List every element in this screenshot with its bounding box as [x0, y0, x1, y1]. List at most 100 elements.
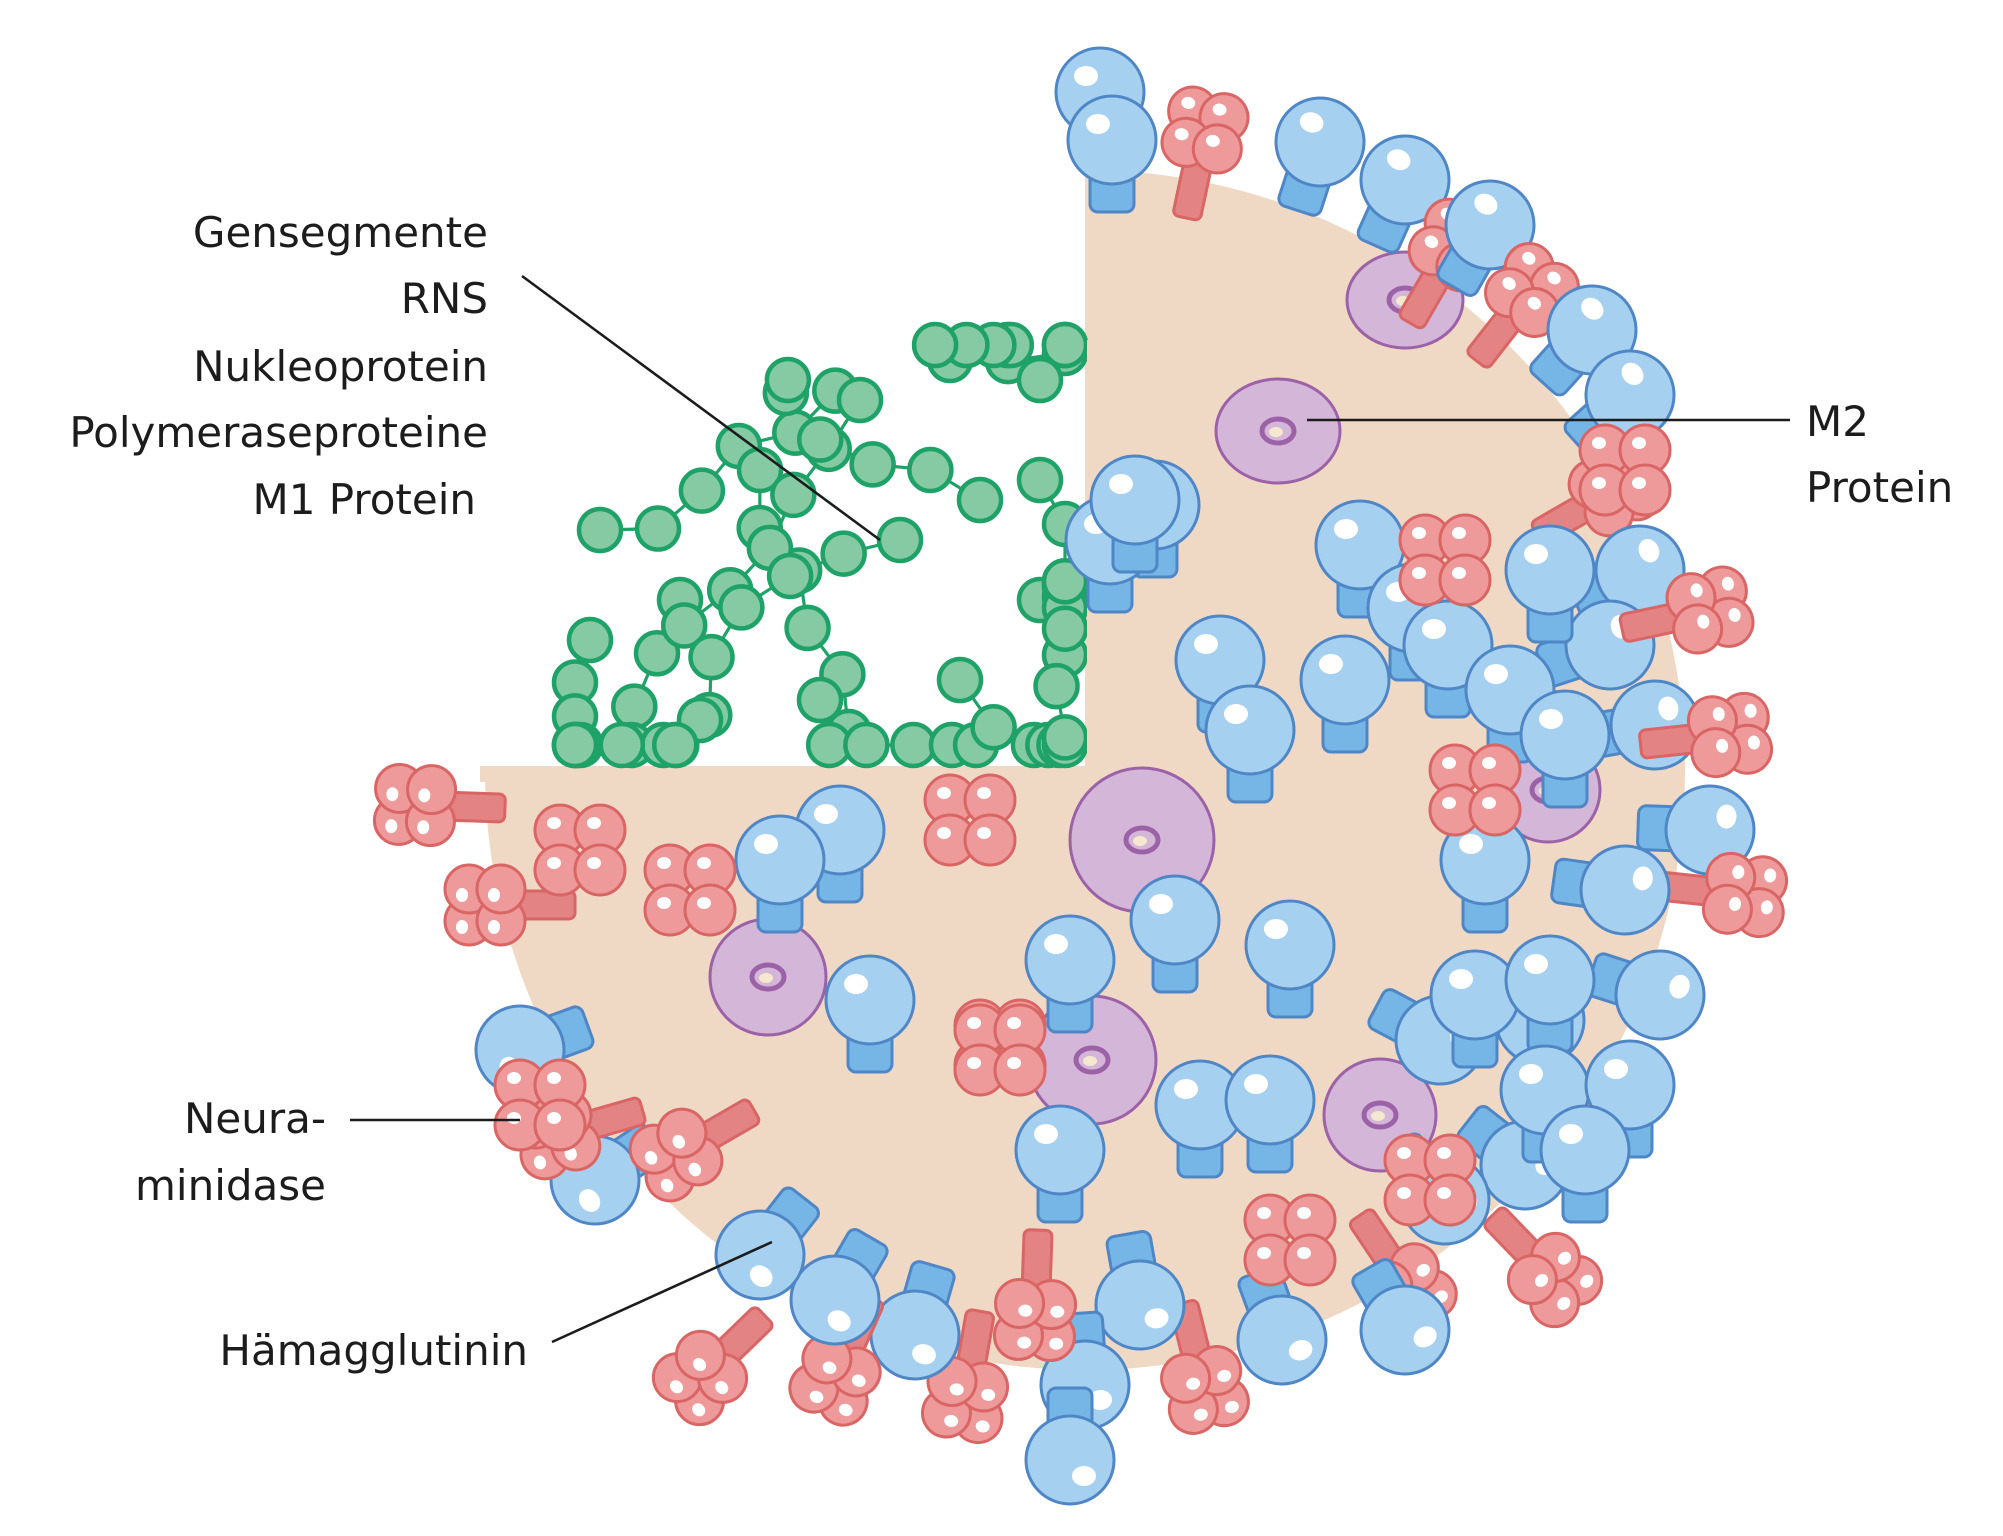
nucleoprotein-bead-icon — [796, 676, 844, 724]
hemagglutinin-spike-icon — [1585, 949, 1706, 1041]
hemagglutinin-spike-icon — [1024, 914, 1116, 1034]
label-segments-line-2: RNS — [401, 274, 488, 323]
hemagglutinin-spike-icon — [1066, 94, 1158, 214]
hemagglutinin-spike-icon — [1539, 1104, 1631, 1224]
nucleoprotein-bead-icon — [890, 721, 937, 769]
label-segments-line-4: Polymeraseproteine — [69, 408, 488, 457]
neuraminidase-spike-icon — [1578, 423, 1672, 517]
hemagglutinin-spike-icon — [1351, 1258, 1451, 1376]
neuraminidase-spike-icon — [372, 762, 507, 848]
nucleoprotein-bead-icon — [766, 552, 814, 600]
hemagglutinin-spike-icon — [734, 814, 826, 934]
label-m2-line-1: M2 — [1806, 397, 1869, 446]
nucleoprotein-bead-icon — [1016, 356, 1064, 404]
label-m2-line-2: Protein — [1806, 463, 1953, 512]
neuraminidase-spike-icon — [1638, 691, 1774, 779]
hemagglutinin-spike-icon — [1439, 814, 1531, 934]
hemagglutinin-spike-icon — [1529, 284, 1638, 397]
m2-channel-icon — [708, 917, 828, 1037]
nucleoprotein-bead-icon — [660, 602, 708, 649]
hemagglutinin-spike-icon — [1504, 934, 1596, 1054]
label-m2-protein: M2 Protein — [1307, 397, 1953, 512]
hemagglutinin-spike-icon — [1299, 634, 1391, 754]
nucleoprotein-bead-icon — [849, 441, 896, 488]
hemagglutinin-spike-icon — [1402, 599, 1494, 719]
ribonucleoprotein-strands — [551, 321, 1127, 770]
hemagglutinin-spike-icon — [1174, 614, 1266, 734]
nucleoprotein-bead-icon — [770, 471, 817, 519]
hemagglutinin-spike-icon — [1094, 1230, 1186, 1351]
hemagglutinin-spike-icon — [1436, 179, 1536, 297]
label-segments-line-5: M1 Protein — [252, 475, 476, 524]
leader-line-hemagglutinin — [551, 1240, 773, 1344]
nucleoprotein-bead-icon — [784, 604, 831, 652]
nucleoprotein-bead-icon — [907, 446, 954, 494]
neuraminidase-spike-icon — [443, 863, 577, 947]
hemagglutinin-spike-icon — [1504, 524, 1596, 644]
nucleoprotein-bead-icon — [551, 721, 599, 769]
neuraminidase-spike-icon — [1466, 242, 1580, 369]
nucleoprotein-bead-icon — [936, 656, 984, 704]
nucleoprotein-bead-icon — [718, 584, 765, 631]
nucleoprotein-bead-icon — [598, 721, 646, 769]
label-neuraminidase: Neura- minidase — [135, 1094, 520, 1210]
nucleoprotein-bead-icon — [678, 467, 726, 514]
hemagglutinin-spike-icon — [869, 1260, 961, 1381]
neuraminidase-spike-icon — [1383, 1133, 1477, 1227]
nucleoprotein-bead-icon — [1033, 662, 1080, 710]
label-hemagglutinin: Hämagglutinin — [219, 1240, 773, 1375]
hemagglutinin-spike-icon — [1429, 949, 1521, 1069]
hemagglutinin-spike-icon — [1274, 96, 1366, 217]
neuraminidase-spike-icon — [493, 1058, 587, 1152]
hemagglutinin-spike-icon — [1244, 899, 1336, 1019]
neuraminidase-spike-icon — [923, 773, 1017, 867]
hemagglutinin-spike-icon — [1089, 454, 1181, 574]
nucleoprotein-bead-icon — [651, 721, 699, 769]
neuraminidase-spike-icon — [1618, 565, 1755, 655]
neuraminidase-spike-icon — [1243, 1193, 1337, 1287]
label-segments-line-1: Gensegmente — [193, 208, 488, 257]
label-neuraminidase-line-1: Neura- — [184, 1094, 326, 1143]
nucleoprotein-bead-icon — [1041, 558, 1089, 605]
hemagglutinin-spike-icon — [1236, 1265, 1328, 1386]
nucleoprotein-bead-icon — [956, 476, 1004, 524]
leader-line-segments — [521, 274, 881, 542]
nucleoprotein-bead-icon — [970, 704, 1017, 751]
label-segments-line-3: Nukleoprotein — [193, 342, 488, 391]
m2-channel-icon — [1214, 377, 1342, 485]
hemagglutinin-spike-icon — [1519, 689, 1611, 809]
neuraminidase-spike-icon — [992, 1228, 1078, 1363]
nucleoprotein-bead-icon — [796, 416, 844, 463]
label-hemagglutinin-text: Hämagglutinin — [219, 1326, 528, 1375]
hemagglutinin-spike-icon — [1584, 1039, 1676, 1159]
neuraminidase-spike-icon — [788, 1292, 884, 1427]
neuraminidase-spike-icon — [920, 1308, 1010, 1445]
nucleoprotein-bead-icon — [1041, 321, 1089, 369]
hemagglutinin-spike-icon — [789, 1228, 889, 1346]
nucleoprotein-bead-icon — [688, 633, 735, 681]
nucleoprotein-bead-icon — [1016, 456, 1064, 504]
hemagglutinin-spike-icon — [1550, 844, 1671, 936]
nucleoprotein-bead-icon — [836, 376, 884, 424]
nucleoprotein-bead-icon — [876, 516, 924, 564]
neuraminidase-spike-icon — [1653, 851, 1789, 939]
nucleoprotein-bead-icon — [633, 630, 681, 677]
neuraminidase-spike-icon — [643, 843, 737, 937]
neuraminidase-spike-icon — [1160, 85, 1250, 222]
label-neuraminidase-line-2: minidase — [135, 1161, 326, 1210]
hemagglutinin-spike-icon — [824, 954, 916, 1074]
nucleoprotein-bead-icon — [764, 356, 812, 404]
hemagglutinin-spike-icon — [1024, 1386, 1116, 1506]
hemagglutinin-spike-icon — [1356, 134, 1451, 254]
surface-spikes — [372, 46, 1789, 1506]
neuraminidase-spike-icon — [1398, 513, 1492, 607]
label-segments: Gensegmente RNS Nukleoprotein Polymerase… — [69, 208, 881, 542]
nucleoprotein-bead-icon — [576, 506, 624, 554]
nucleoprotein-bead-icon — [820, 530, 867, 577]
neuraminidase-spike-icon — [1483, 1206, 1604, 1329]
nucleoprotein-bead-icon — [1041, 714, 1089, 761]
neuraminidase-spike-icon — [628, 1098, 761, 1203]
neuraminidase-spike-icon — [1428, 743, 1522, 837]
